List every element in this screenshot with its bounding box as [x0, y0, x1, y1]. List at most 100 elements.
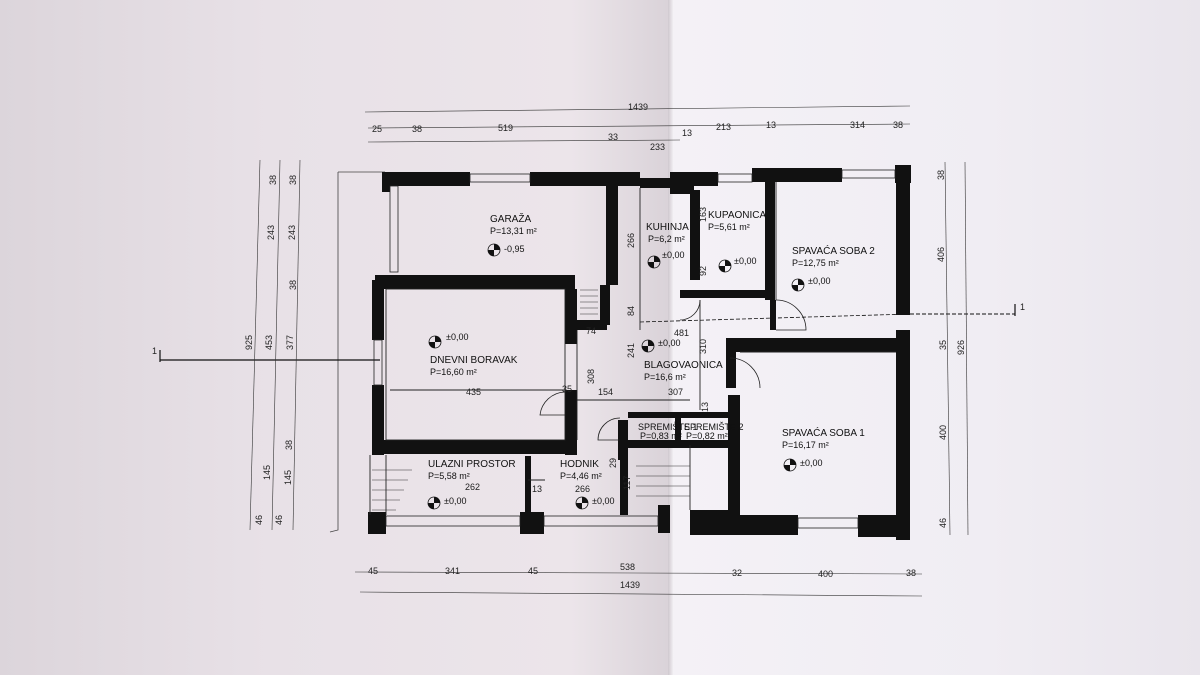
level-marker-icon — [647, 255, 661, 269]
dim-bottom: 45 — [528, 566, 538, 576]
room-name: SPREMIŠTE 1 — [638, 422, 698, 432]
room-name: SPAVAĆA SOBA 1 — [782, 426, 865, 439]
dim-interior: 241 — [626, 343, 636, 358]
level-marker-icon — [487, 243, 501, 257]
dimension-lines — [249, 105, 969, 597]
room-area: P=0,82 m² — [686, 431, 728, 441]
dim-left: 46 — [254, 515, 264, 525]
dim-top: 33 — [608, 132, 618, 142]
dim-bottom: 32 — [732, 568, 742, 578]
dim-interior: 84 — [626, 306, 636, 316]
level-marker-icon — [575, 496, 589, 510]
room-name: KUPAONICA — [708, 210, 766, 221]
dim-interior: 117 — [622, 476, 632, 490]
dim-top: 233 — [650, 142, 665, 152]
room-level: ±0,00 — [658, 338, 680, 348]
site-outline — [329, 172, 339, 533]
dim-interior: 163 — [698, 207, 708, 222]
dim-right: 46 — [938, 518, 948, 528]
section-marker-right: 1 — [1020, 302, 1025, 312]
dim-interior: 29 — [608, 458, 618, 468]
room-name: SPREMIŠTE 2 — [684, 422, 744, 432]
windows — [373, 169, 896, 529]
dim-left: 145 — [262, 465, 272, 480]
dim-top: 314 — [850, 120, 865, 130]
dim-interior: 435 — [466, 387, 481, 397]
room-level: ±0,00 — [592, 496, 614, 506]
dim-left: 38 — [288, 175, 298, 185]
room-area: P=13,31 m² — [490, 226, 537, 236]
dim-interior: 74 — [586, 326, 596, 336]
dim-top-total: 1439 — [628, 102, 648, 112]
dim-left: 453 — [264, 335, 274, 350]
room-area: P=0,83 m² — [640, 431, 682, 441]
dim-left: 243 — [287, 225, 297, 240]
room-name: BLAGOVAONICA — [644, 360, 723, 371]
dim-interior: 308 — [586, 369, 596, 384]
room-area: P=16,60 m² — [430, 367, 477, 377]
dim-left: 46 — [274, 515, 284, 525]
dim-bottom: 45 — [368, 566, 378, 576]
dim-interior: 262 — [465, 482, 480, 492]
dim-interior: 35 — [562, 384, 572, 394]
level-marker-icon — [783, 458, 797, 472]
room-level: ±0,00 — [734, 256, 756, 266]
room-area: P=12,75 m² — [792, 258, 839, 268]
level-marker-icon — [791, 278, 805, 292]
level-marker-icon — [427, 496, 441, 510]
walls — [368, 165, 911, 540]
dim-top: 13 — [682, 128, 692, 138]
dim-right: 406 — [936, 247, 946, 262]
stairs — [372, 289, 690, 511]
dim-interior: 13 — [700, 402, 710, 412]
room-level: ±0,00 — [800, 458, 822, 468]
dim-left: 145 — [283, 470, 293, 485]
level-marker-icon — [718, 259, 732, 273]
dim-interior: 266 — [575, 484, 590, 494]
dim-bottom-total: 1439 — [620, 580, 640, 590]
dim-interior: 310 — [698, 339, 708, 354]
room-name: SPAVAĆA SOBA 2 — [792, 244, 875, 257]
dim-bottom: 38 — [906, 568, 916, 578]
dim-right: 38 — [936, 170, 946, 180]
interior-lines — [369, 182, 896, 515]
section-marker-left: 1 — [152, 346, 157, 356]
paper-left-page — [0, 0, 672, 675]
dim-left: 38 — [268, 175, 278, 185]
room-area: P=5,58 m² — [428, 471, 470, 481]
room-level: ±0,00 — [808, 276, 830, 286]
room-area: P=5,61 m² — [708, 222, 750, 232]
dim-bottom: 538 — [620, 562, 635, 572]
dim-top: 25 — [372, 124, 382, 134]
dim-interior: 154 — [598, 387, 613, 397]
dim-bottom: 400 — [818, 569, 833, 579]
room-area: P=16,6 m² — [644, 372, 686, 382]
dim-right: 400 — [938, 425, 948, 440]
room-name: GARAŽA — [490, 212, 531, 225]
dim-interior: 13 — [532, 484, 542, 494]
room-area: P=16,17 m² — [782, 440, 829, 450]
dim-interior: 92 — [698, 266, 708, 276]
room-name: HODNIK — [560, 459, 599, 470]
room-level: -0,95 — [504, 244, 525, 254]
doors — [539, 299, 807, 441]
dim-top: 38 — [893, 120, 903, 130]
room-level: ±0,00 — [662, 250, 684, 260]
dim-top: 38 — [412, 124, 422, 134]
dim-interior: 266 — [626, 233, 636, 248]
room-area: P=6,2 m² — [648, 234, 685, 244]
room-name: ULAZNI PROSTOR — [428, 459, 516, 470]
level-marker-icon — [641, 339, 655, 353]
dim-bottom: 341 — [445, 566, 460, 576]
dim-top: 213 — [716, 122, 731, 132]
dim-left: 38 — [284, 440, 294, 450]
dim-left-total: 925 — [244, 335, 254, 350]
level-markers — [427, 243, 805, 510]
dim-top: 13 — [766, 120, 776, 130]
room-level: ±0,00 — [444, 496, 466, 506]
paper-right-page — [672, 0, 1200, 675]
dim-right-total: 926 — [956, 340, 966, 355]
dim-top: 519 — [498, 123, 513, 133]
